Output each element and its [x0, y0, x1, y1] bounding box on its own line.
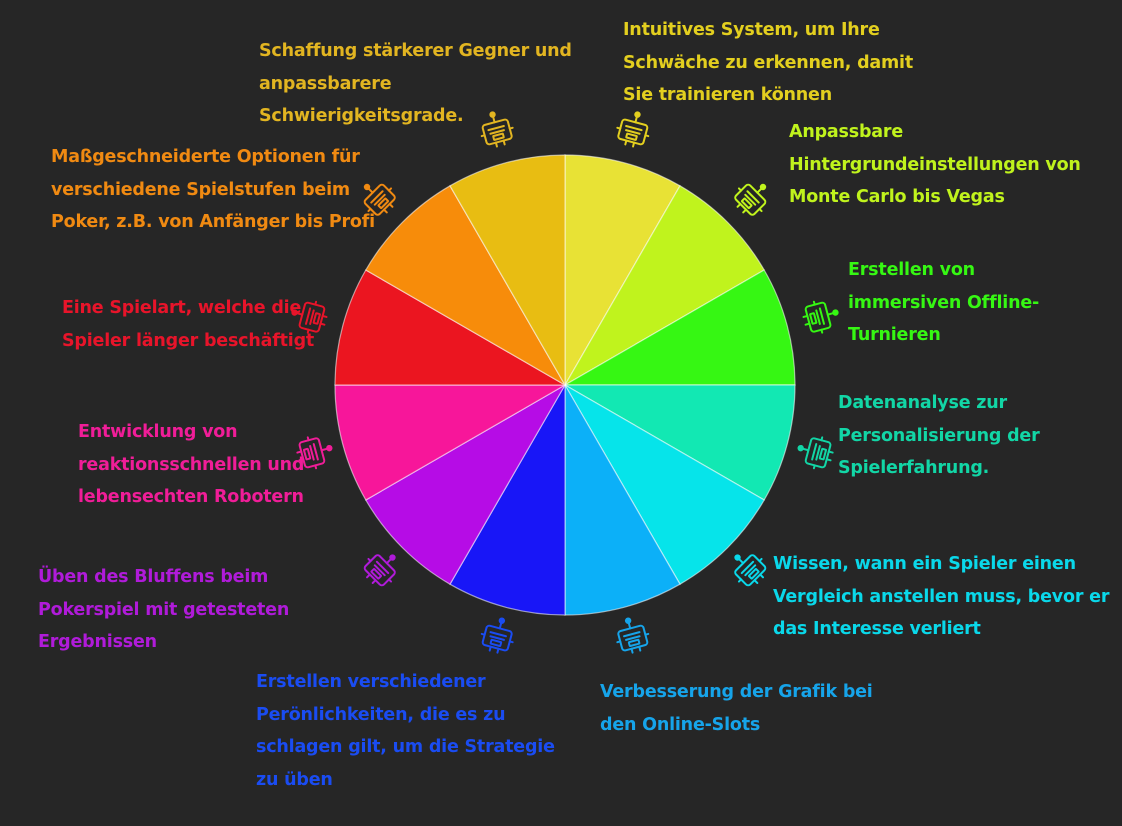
label-intuitive-system: Intuitives System, um Ihre Schwäche zu e…	[623, 20, 913, 105]
wheel-segment	[562, 269, 796, 386]
robot-icon	[363, 183, 396, 216]
label-personalities: Erstellen verschiedener Perönlichkeiten,…	[256, 672, 555, 790]
wheel-segment	[364, 383, 567, 586]
label-online-slots-graphics: Verbesserung der Grafik bei den Online-S…	[600, 682, 873, 735]
wheel-segment	[563, 383, 766, 586]
robot-icon	[296, 436, 333, 470]
label-offline-tournaments: Erstellen von immersiven Offline-Turnier…	[848, 260, 1040, 345]
label-background-settings: Anpassbare Hintergrundeinstellungen von …	[789, 122, 1081, 207]
wheel-segment	[334, 384, 568, 501]
robot-icon	[734, 183, 767, 216]
robot-icon	[802, 300, 839, 334]
label-data-analysis: Datenanalyse zur Personalisierung der Sp…	[838, 393, 1040, 478]
label-bluffing: Üben des Bluffens beim Pokerspiel mit ge…	[38, 567, 290, 652]
robot-icon	[363, 554, 396, 587]
wheel-segment	[334, 269, 568, 386]
robot-icon	[616, 111, 650, 148]
robot-icon	[616, 617, 650, 654]
robot-icon	[480, 617, 514, 654]
label-stronger-opponents: Schaffung stärkerer Gegner und anpassbar…	[259, 41, 572, 126]
wheel-segment	[564, 154, 681, 388]
wheel-segment	[449, 154, 566, 388]
label-player-comparison: Wissen, wann ein Spieler einen Vergleich…	[773, 554, 1110, 639]
robot-icon	[797, 436, 834, 470]
wheel-segment	[449, 382, 566, 616]
robot-icon	[291, 300, 328, 334]
wheel-segment	[563, 184, 766, 387]
wheel-segment	[562, 384, 796, 501]
robot-icon	[480, 111, 514, 148]
wheel-segments	[334, 154, 796, 616]
robot-icon	[734, 554, 767, 587]
label-custom-options: Maßgeschneiderte Optionen für verschiede…	[51, 147, 375, 232]
label-robots: Entwicklung von reaktionsschnellen und l…	[78, 422, 305, 507]
wheel-segment	[364, 184, 567, 387]
wheel-segment	[564, 382, 681, 616]
label-game-type: Eine Spielart, welche die Spieler länger…	[62, 298, 315, 351]
robot-icons	[291, 111, 839, 654]
